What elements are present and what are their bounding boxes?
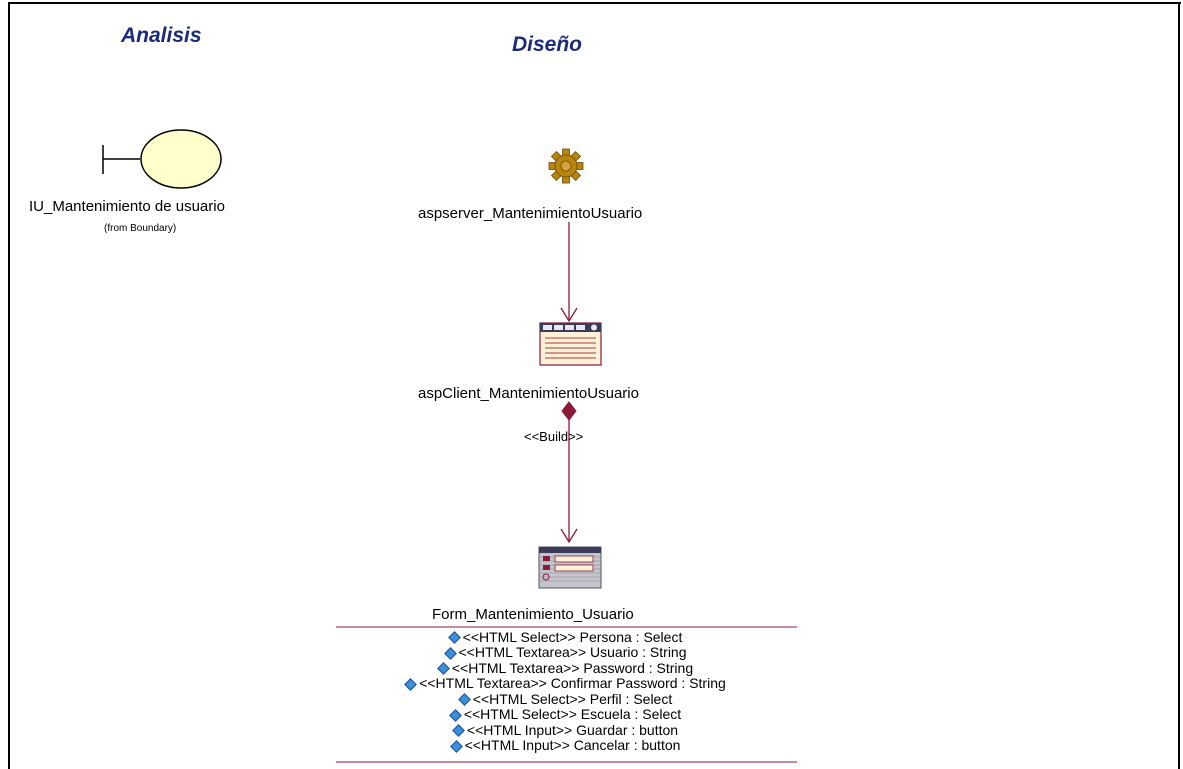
form-attribute[interactable]: <<HTML Input>> Cancelar : button — [336, 737, 796, 753]
form-icon[interactable] — [538, 546, 602, 589]
build-stereotype-label: <<Build>> — [524, 429, 584, 444]
form-attribute[interactable]: <<HTML Select>> Perfil : Select — [336, 691, 796, 707]
form-attribute[interactable]: <<HTML Textarea>> Confirmar Password : S… — [336, 675, 796, 691]
form-label[interactable]: Form_Mantenimiento_Usuario — [432, 606, 634, 623]
form-attribute[interactable]: <<HTML Select>> Persona : Select — [336, 629, 796, 645]
boundary-label[interactable]: IU_Mantenimiento de usuario — [29, 198, 225, 215]
attribute-icon — [452, 724, 465, 738]
client-page-icon[interactable] — [539, 322, 602, 366]
form-attribute-list: <<HTML Select>> Persona : Select <<HTML … — [336, 629, 796, 753]
form-attribute[interactable]: <<HTML Select>> Escuela : Select — [336, 706, 796, 722]
design-heading: Diseño — [512, 33, 583, 56]
form-attribute[interactable]: <<HTML Textarea>> Usuario : String — [336, 644, 796, 660]
attribute-icon — [443, 646, 457, 660]
gear-icon[interactable] — [548, 148, 584, 184]
attribute-icon — [437, 662, 450, 676]
boundary-from-label: (from Boundary) — [104, 223, 177, 234]
attribute-icon — [448, 708, 462, 722]
server-to-client-arrow[interactable] — [560, 222, 578, 323]
attribute-icon — [457, 693, 471, 707]
frame-border-top — [8, 2, 1181, 4]
server-page-label[interactable]: aspserver_MantenimientoUsuario — [418, 205, 643, 222]
attribute-icon — [449, 739, 463, 753]
form-attribute[interactable]: <<HTML Textarea>> Password : String — [336, 660, 796, 676]
boundary-icon[interactable] — [102, 129, 222, 189]
frame-border-left — [8, 2, 10, 769]
frame-border-right — [1178, 2, 1180, 769]
attribute-icon — [447, 631, 461, 645]
build-relation-arrow[interactable] — [560, 401, 578, 544]
client-page-label[interactable]: aspClient_MantenimientoUsuario — [418, 385, 639, 402]
form-attribute[interactable]: <<HTML Input>> Guardar : button — [336, 722, 796, 738]
attribute-icon — [404, 677, 418, 691]
analysis-heading: Analisis — [121, 24, 202, 47]
